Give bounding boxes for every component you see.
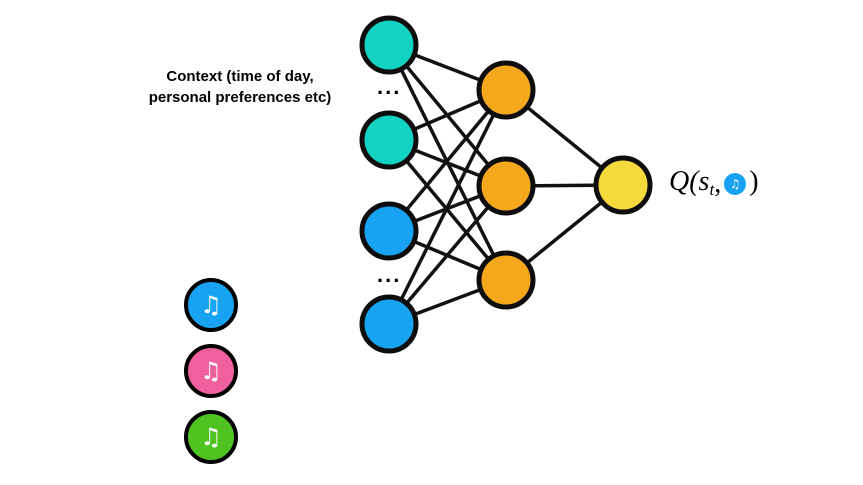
ellipsis-bottom: ...	[377, 262, 402, 287]
music-note-glyph: ♫	[200, 291, 222, 319]
hidden-node-3	[476, 250, 536, 310]
network-edge	[387, 89, 508, 325]
song-icon-green: ♫	[184, 410, 238, 464]
music-note-glyph: ♫	[200, 357, 222, 385]
q-formula-close: )	[749, 166, 759, 197]
hidden-node-2	[476, 156, 536, 216]
output-node	[593, 155, 653, 215]
input-node-1	[359, 15, 419, 75]
song-icon-pink: ♫	[184, 344, 238, 398]
input-node-4	[359, 294, 419, 354]
song-icon-blue: ♫	[184, 278, 238, 332]
hidden-node-1	[476, 60, 536, 120]
input-node-2	[359, 110, 419, 170]
network-edge	[387, 88, 508, 233]
song-options: ♫ ♫ ♫	[184, 278, 238, 464]
ellipsis-top: ...	[377, 74, 402, 99]
input-node-3	[359, 201, 419, 261]
context-annotation: Context (time of day, personal preferenc…	[112, 66, 368, 108]
q-formula-comma: ,	[714, 168, 722, 199]
music-note-icon: ♫	[724, 173, 747, 195]
context-annotation-line-1: Context (time of day,	[166, 68, 314, 85]
q-value-formula: Q(s t , ♫ )	[669, 166, 759, 199]
network-edge	[387, 184, 508, 326]
music-note-glyph: ♫	[200, 423, 222, 451]
q-formula-subscript: t	[709, 180, 715, 199]
context-annotation-line-2: personal preferences etc)	[148, 89, 332, 106]
q-formula-prefix: Q(s	[669, 166, 710, 197]
